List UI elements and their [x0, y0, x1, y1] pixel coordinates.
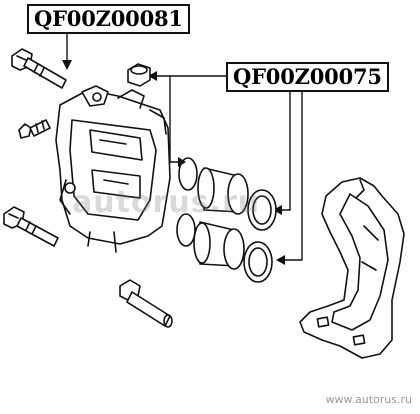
guide-pin-icon	[119, 279, 173, 328]
part-number-label-a[interactable]: QF00Z00081	[27, 4, 190, 34]
dust-cap-icon	[127, 63, 151, 87]
upper-square-seal-icon	[178, 157, 198, 191]
lower-square-seal-icon	[176, 213, 196, 247]
watermark-text: autorus.ru	[72, 185, 261, 220]
leader-part-a	[62, 33, 72, 70]
lower-piston-assembly	[176, 213, 273, 283]
upper-bolt-icon	[11, 48, 67, 89]
upper-piston-assembly	[178, 157, 277, 231]
bleeder-screw-icon	[18, 119, 51, 139]
caliper-body-icon	[55, 85, 171, 253]
lower-bolt-icon	[3, 206, 59, 247]
leader-part-b	[148, 71, 303, 265]
caliper-bracket-icon	[299, 177, 405, 359]
part-number-label-b[interactable]: QF00Z00075	[226, 62, 389, 92]
footer-url[interactable]: www.autorus.ru	[325, 393, 412, 406]
